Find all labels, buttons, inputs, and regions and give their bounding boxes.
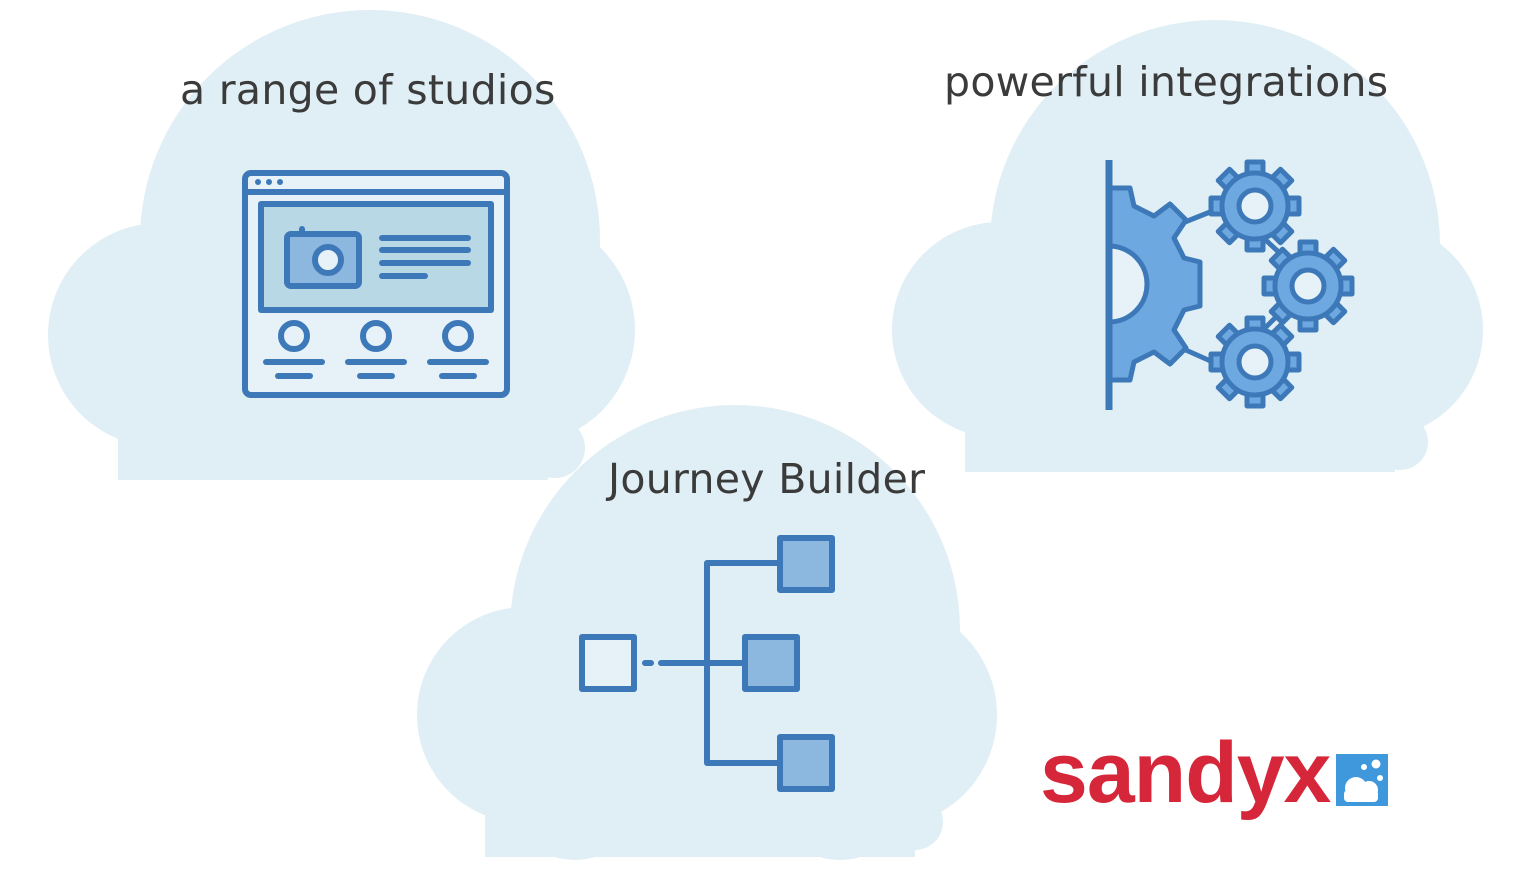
browser-window-icon [242,170,510,398]
logo-wordmark: sandyx [1040,725,1331,821]
cloud-sun-square-icon [1336,754,1389,806]
gears-integration-icon [1105,158,1360,410]
caption-journey-builder: Journey Builder [608,455,926,503]
sandyx-logo: sandyx [1040,725,1389,821]
caption-integrations: powerful integrations [944,58,1389,106]
flowchart-tree-icon [579,535,835,792]
caption-studios: a range of studios [180,66,556,114]
